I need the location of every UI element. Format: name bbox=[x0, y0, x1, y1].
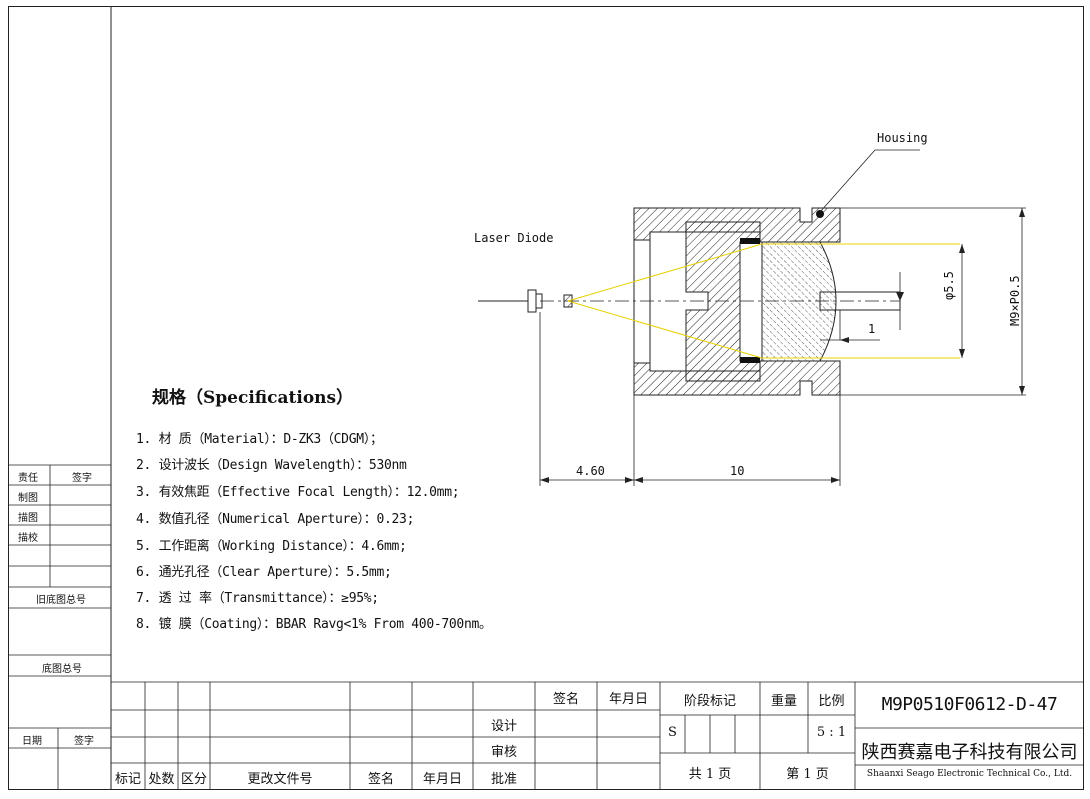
working-distance-dimension: 4.60 bbox=[576, 464, 605, 478]
signature-label: 签字 bbox=[74, 736, 94, 747]
spec-item: 6. 通光孔径（Clear Aperture）：5.5mm; bbox=[136, 565, 392, 580]
sign-label: 签名 bbox=[367, 772, 394, 787]
scale-header: 比例 bbox=[818, 694, 845, 709]
housing-section bbox=[633, 207, 841, 396]
spec-item: 7. 透 过 率（Transmittance）：≥95%; bbox=[136, 591, 379, 606]
gap-dimension: 1 bbox=[868, 322, 876, 336]
drawing-number: M9P0510F0612-D-47 bbox=[881, 694, 1058, 715]
old-base-number-label: 旧底图总号 bbox=[36, 595, 86, 606]
spec-item: 2. 设计波长（Design Wavelength）：530nm bbox=[136, 458, 407, 473]
spec-item: 4. 数值孔径（Numerical Aperture）：0.23; bbox=[136, 512, 415, 527]
company-name-cn: 陕西赛嘉电子科技有限公司 bbox=[861, 742, 1078, 763]
count-label: 处数 bbox=[148, 772, 175, 787]
spec-item: 1. 材 质（Material）：D-ZK3（CDGM）； bbox=[136, 432, 383, 447]
mark-label: 标记 bbox=[114, 772, 141, 787]
approve-label: 批准 bbox=[490, 772, 517, 787]
laser-diode-label: Laser Diode bbox=[474, 231, 554, 245]
thread-dimension: M9×P0.5 bbox=[1008, 275, 1022, 326]
responsibility-label: 责任 bbox=[18, 473, 38, 484]
laser-diode bbox=[478, 289, 573, 313]
aperture-dimension: φ5.5 bbox=[942, 271, 956, 300]
trace-check-label: 描校 bbox=[18, 533, 38, 544]
spec-item: 5. 工作距离（Working Distance）：4.6mm; bbox=[136, 539, 407, 554]
design-label: 设计 bbox=[490, 719, 517, 734]
stage-mark-header: 阶段标记 bbox=[683, 694, 736, 709]
change-document-label: 更改文件号 bbox=[247, 772, 313, 787]
drawn-label: 制图 bbox=[18, 493, 38, 504]
specs-title: 规格（Specifications） bbox=[152, 388, 354, 408]
total-pages: 共 1 页 bbox=[688, 767, 732, 782]
stage-value: S bbox=[668, 725, 677, 740]
review-label: 审核 bbox=[490, 745, 517, 760]
scale-value: 5 : 1 bbox=[816, 725, 847, 740]
traced-label: 描图 bbox=[18, 513, 38, 524]
date-header: 年月日 bbox=[608, 692, 648, 707]
length-dimension: 10 bbox=[730, 464, 745, 478]
company-name-en: Shaanxi Seago Electronic Technical Co., … bbox=[866, 769, 1073, 779]
base-number-label: 底图总号 bbox=[42, 664, 82, 675]
sign-header: 签名 bbox=[552, 692, 579, 707]
spec-item: 3. 有效焦距（Effective Focal Length）：12.0mm; bbox=[136, 485, 460, 500]
housing-label: Housing bbox=[877, 131, 928, 145]
signature-label: 签字 bbox=[72, 473, 92, 484]
drawing-frame bbox=[8, 6, 1084, 790]
spec-item: 8. 镀 膜（Coating）：BBAR Ravg<1% From 400-70… bbox=[136, 617, 492, 632]
weight-header: 重量 bbox=[770, 694, 797, 709]
zone-label: 区分 bbox=[180, 772, 207, 787]
date-label: 日期 bbox=[22, 736, 42, 747]
date-label: 年月日 bbox=[422, 772, 462, 787]
page-number: 第 1 页 bbox=[786, 767, 829, 782]
